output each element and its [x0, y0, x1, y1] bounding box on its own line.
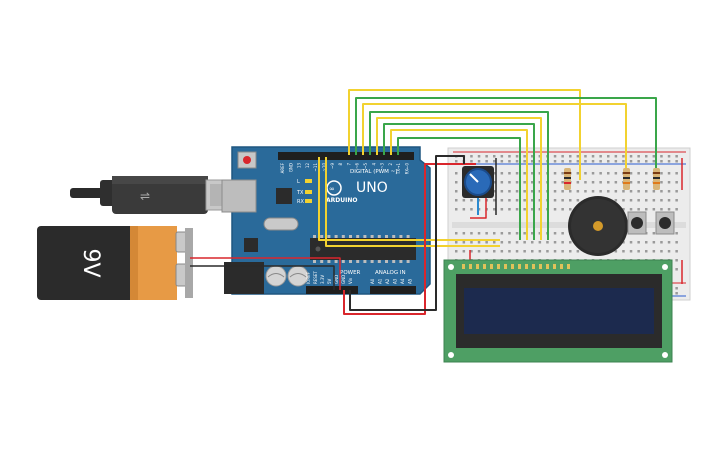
wire-red-power[interactable]: [343, 163, 476, 315]
analog-pin-label: A0: [370, 278, 375, 284]
digital-header[interactable]: [278, 152, 414, 160]
reset-button[interactable]: [243, 156, 251, 164]
lcd-16x2[interactable]: [443, 259, 673, 363]
wire-yellow-4[interactable]: [390, 129, 528, 240]
wire-green-3[interactable]: [383, 123, 535, 240]
analog-pin-label: A5: [408, 278, 413, 284]
led-tx-label: TX: [296, 190, 304, 196]
wire-black-ground[interactable]: [349, 155, 465, 311]
usb-icon: ⇌: [140, 189, 150, 203]
piezo-buzzer[interactable]: [568, 196, 628, 256]
wire-pot-red[interactable]: [470, 196, 487, 219]
digital-pin-label: TX→1: [396, 163, 401, 176]
power-pin-label: GND: [341, 275, 346, 284]
power-pin-label: GND: [334, 275, 339, 284]
digital-header-label: DIGITAL (PWM ~): [350, 169, 397, 175]
analog-pin-label: A4: [400, 278, 405, 284]
digital-pin-label: ~11: [313, 163, 318, 172]
power-pin-label: 3.3V: [320, 275, 325, 284]
led-l-label: L: [297, 179, 300, 185]
wire-yellow-5[interactable]: [318, 157, 500, 241]
wire-green-4[interactable]: [397, 137, 521, 240]
wire-battery-black[interactable]: [190, 265, 335, 290]
digital-pin-label: AREF: [280, 162, 285, 173]
wires: [190, 89, 683, 315]
analog-pin-label: A2: [385, 278, 390, 284]
power-pin-label: Vin: [348, 277, 353, 284]
power-header[interactable]: [306, 286, 358, 294]
analog-pin-label: A1: [378, 278, 383, 284]
potentiometer[interactable]: [462, 166, 494, 198]
digital-pin-label: 13: [297, 163, 302, 169]
chip-pins: [313, 235, 410, 263]
analog-header-label: ANALOG IN: [375, 270, 406, 276]
digital-pin-label: ~10: [322, 163, 327, 172]
wire-yellow-3[interactable]: [376, 117, 542, 240]
wire-yellow-2[interactable]: [362, 103, 627, 180]
wire-battery-red[interactable]: [190, 257, 341, 290]
wire-yellow-1[interactable]: [348, 89, 581, 180]
digital-pin-label: ~3: [380, 163, 385, 169]
digital-pin-label: ~9: [330, 163, 335, 169]
wire-green-1[interactable]: [355, 97, 657, 180]
push-button-1[interactable]: [627, 211, 647, 235]
lcd-screen: [464, 288, 654, 334]
digital-pin-label: ~6: [355, 163, 360, 169]
power-pin-label: IOREF: [306, 271, 311, 284]
digital-pin-label: 8: [338, 163, 343, 166]
resistor-3[interactable]: [653, 168, 660, 190]
resistor-1[interactable]: [564, 168, 571, 190]
digital-pin-label: RX←0: [405, 163, 410, 175]
lcd-pins: [462, 264, 570, 269]
battery-9v[interactable]: 9V: [37, 226, 193, 300]
infinity-icon: ∞: [329, 185, 335, 193]
power-pin-label: 5V: [327, 278, 332, 284]
digital-pin-label: 12: [305, 163, 310, 169]
digital-pin-label: 7: [346, 163, 351, 166]
digital-pin-label: 2: [388, 163, 393, 166]
power-header-label: POWER: [340, 270, 361, 276]
board-model: UNO: [356, 180, 388, 196]
wire-yellow-6[interactable]: [325, 157, 500, 247]
power-pin-label: RESET: [313, 271, 318, 284]
wire-green-2[interactable]: [369, 111, 549, 240]
resistor-2[interactable]: [623, 168, 630, 190]
digital-pin-label: 4: [371, 163, 376, 166]
battery-label: 9V: [78, 248, 103, 277]
digital-pin-label: GND: [288, 163, 293, 172]
analog-pin-label: A3: [393, 278, 398, 284]
digital-pin-label: ~5: [363, 163, 368, 169]
push-button-2[interactable]: [655, 211, 675, 235]
led-rx-label: RX: [297, 199, 304, 205]
analog-header[interactable]: [370, 286, 416, 294]
board-brand: ARDUINO: [326, 197, 357, 204]
